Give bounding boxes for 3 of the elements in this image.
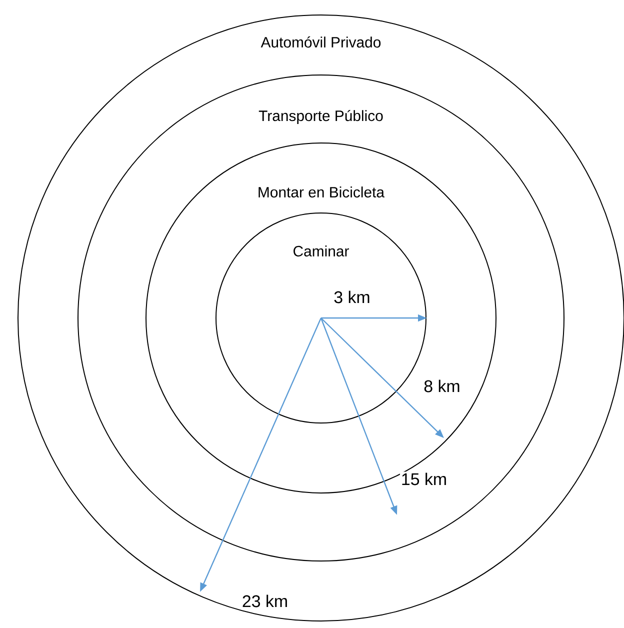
distance-label: 15 km [400, 472, 448, 486]
distance-label: 23 km [240, 594, 290, 608]
distance-label: 3 km [332, 290, 372, 304]
